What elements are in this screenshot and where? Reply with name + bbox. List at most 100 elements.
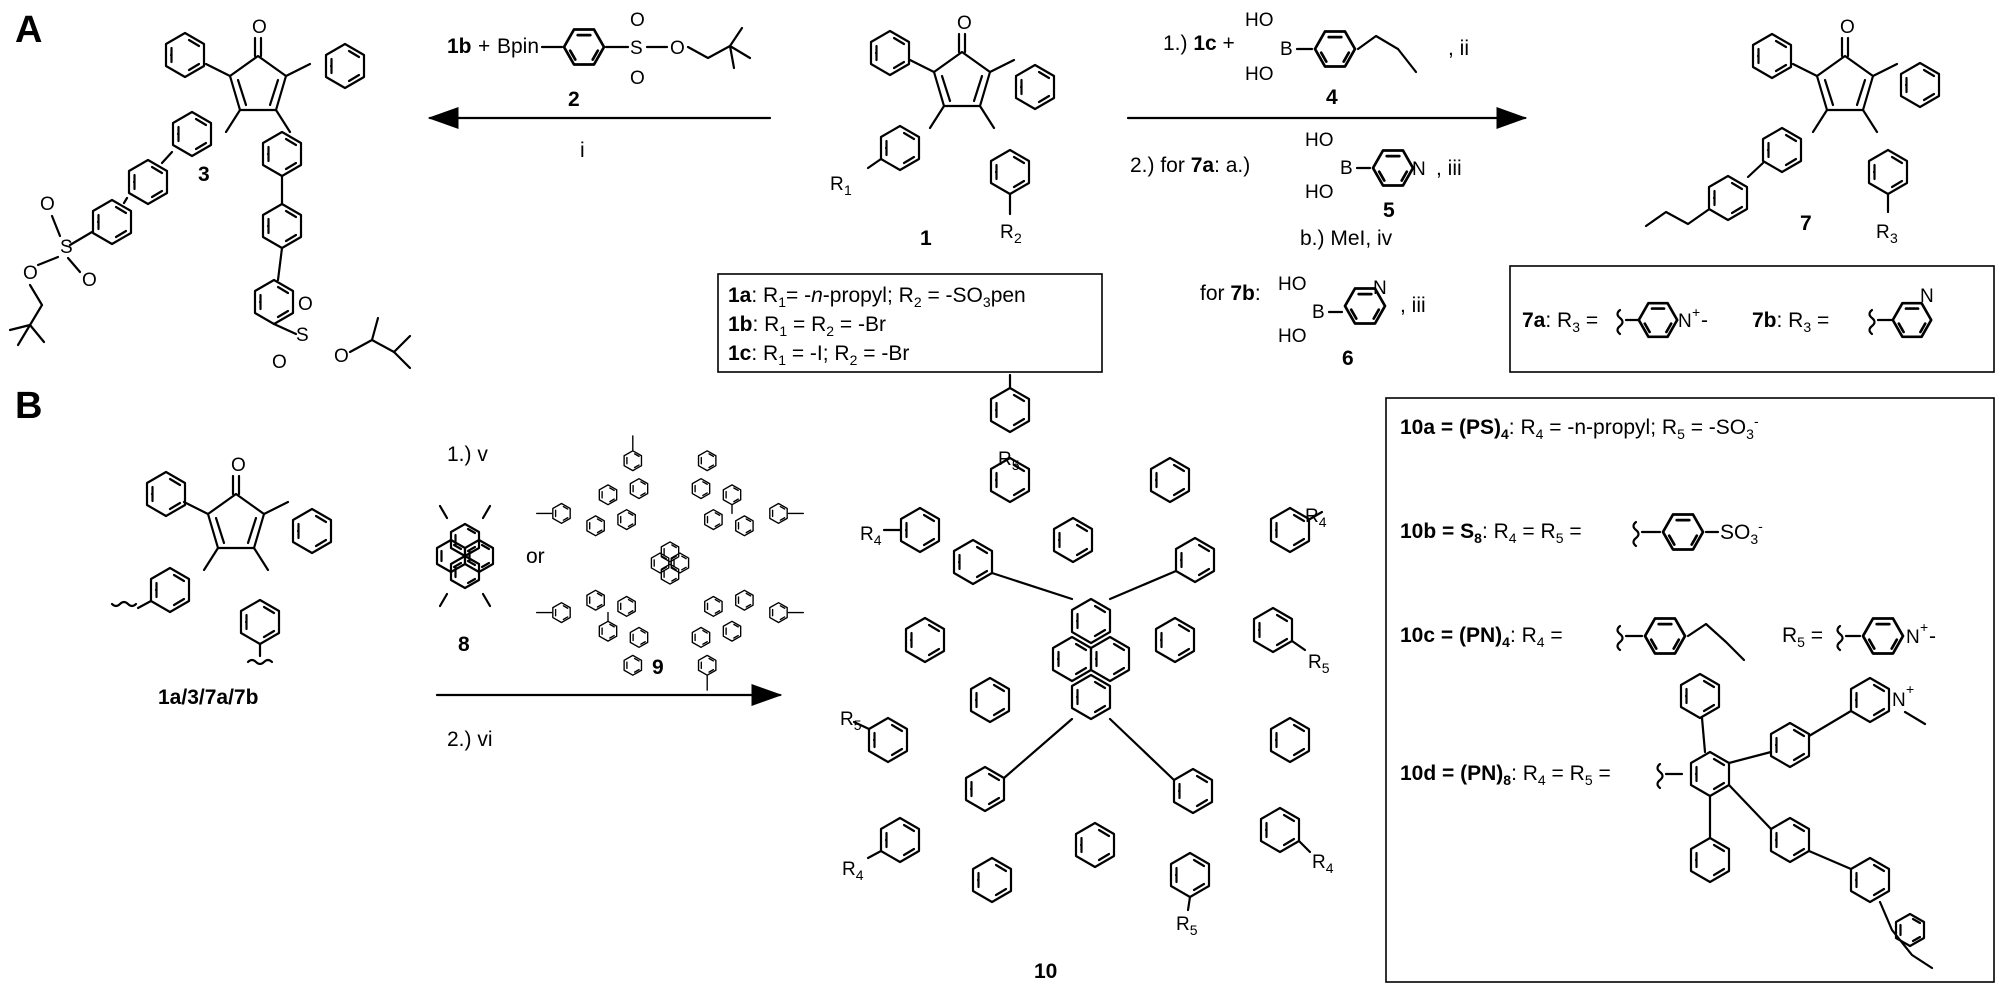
r4-bottom-right: R4 <box>1312 852 1334 876</box>
plus-7a: + <box>1692 304 1700 320</box>
atom-nplus-10c: N <box>1906 627 1920 648</box>
atom-o-reagent2-c: O <box>670 38 685 59</box>
atom-n-6: N <box>1373 278 1387 299</box>
minus-10c: - <box>1929 625 1936 648</box>
compound-7-label: 7 <box>1800 212 1812 235</box>
compound-7-structure: O <box>1644 17 1941 228</box>
compound-3-structure: O S O O O S O O O <box>8 17 412 373</box>
step1-line: 1.) 1c + <box>1163 32 1235 55</box>
compound-8-structure <box>435 504 495 608</box>
atom-ho-4b: HO <box>1245 64 1274 85</box>
or-label: or <box>526 545 545 568</box>
compound-4-label: 4 <box>1326 86 1338 109</box>
box10-c-r5: R5 = <box>1782 624 1823 650</box>
box10-b-group: SO3- <box>1720 518 1763 547</box>
box7-item-7b: 7b: R3 = <box>1752 309 1829 335</box>
atom-o-right-3: O <box>334 346 349 367</box>
r4-top-right: R4 <box>1305 506 1327 530</box>
atom-ho-4a: HO <box>1245 10 1274 31</box>
core-building-block: O <box>110 455 333 666</box>
r3-sub: 3 <box>1890 230 1898 246</box>
r2-label: R <box>1000 222 1014 243</box>
plus-10d: + <box>1906 681 1914 697</box>
compound-3-label: 3 <box>198 163 210 186</box>
r5-bottom: R5 <box>1176 914 1198 938</box>
for-7b-line: for 7b: <box>1200 282 1261 305</box>
r1-sub: 1 <box>844 182 852 198</box>
compound-1-structure: O <box>866 13 1056 216</box>
compound-10-label: 10 <box>1034 960 1057 983</box>
step2-suffix: , iii <box>1436 157 1462 180</box>
atom-s-reagent2: S <box>630 38 643 59</box>
atom-s-left: S <box>60 237 73 258</box>
box10-line-d: 10d = (PN)8: R4 = R5 = <box>1400 762 1611 788</box>
atom-b-4: B <box>1280 39 1293 60</box>
step-i-label: i <box>580 139 585 162</box>
r2-sub: 2 <box>1014 230 1022 246</box>
compound-2-label: 2 <box>568 88 580 111</box>
box10-line-b: 10b = S8: R4 = R5 = <box>1400 520 1582 546</box>
bpin-label: Bpin <box>497 35 539 58</box>
plus-10c: + <box>1920 619 1928 635</box>
r1-label: R <box>830 174 844 195</box>
panel-a-label: A <box>15 9 42 51</box>
atom-s-right: S <box>296 325 309 346</box>
atom-o-left-1: O <box>40 194 55 215</box>
box1-line2: 1b: R1 = R2 = -Br <box>728 313 886 339</box>
substituent-box-7 <box>1509 265 1995 373</box>
box1-line3: 1c: R1 = -I; R2 = -Br <box>728 342 909 368</box>
atom-nplus-10d: N <box>1892 690 1906 711</box>
compound-9-label: 9 <box>652 656 664 679</box>
atom-ho-6b: HO <box>1278 326 1307 347</box>
step2-line: 2.) for 7a: a.) <box>1130 154 1250 177</box>
substituent-box-1 <box>717 273 1103 373</box>
atom-n-7b: N <box>1920 286 1934 307</box>
atom-o: O <box>252 17 267 38</box>
step-b1-label: 1.) v <box>447 443 488 466</box>
compound-9-structure <box>536 435 804 691</box>
box1-line1: 1a: R1= -n-propyl; R2 = -SO3pen <box>728 284 1026 310</box>
atom-n-5: N <box>1412 159 1426 180</box>
compound-6-label: 6 <box>1342 347 1354 370</box>
core-label: 1a/3/7a/7b <box>158 686 258 709</box>
panel-b-label: B <box>15 385 42 427</box>
atom-b-5: B <box>1340 158 1353 179</box>
r5-right: R5 <box>1308 652 1330 676</box>
reagent-1b: 1b <box>447 35 472 58</box>
atom-ho-5a: HO <box>1305 130 1334 151</box>
compound-5-label: 5 <box>1383 199 1395 222</box>
box7-item-7a: 7a: R3 = <box>1522 309 1598 335</box>
atom-o-right-1: O <box>298 294 313 315</box>
atom-nplus-7a: N <box>1678 311 1692 332</box>
atom-ho-5b: HO <box>1305 182 1334 203</box>
r5-top: R5 <box>998 449 1020 473</box>
compound-1-label: 1 <box>920 227 932 250</box>
atom-o-c7: O <box>1840 17 1855 38</box>
minus-7a: - <box>1701 309 1708 332</box>
svg-text:+: + <box>478 35 490 58</box>
atom-o-core: O <box>231 455 246 476</box>
step-b2-label: 2.) vi <box>447 728 493 751</box>
compound-8-label: 8 <box>458 633 470 656</box>
compound-10-structure <box>852 373 1324 912</box>
substituent-box-10 <box>1385 397 1995 983</box>
atom-o-reagent2-a: O <box>630 10 645 31</box>
atom-o-left-3: O <box>23 263 38 284</box>
box10-line-a: 10a = (PS)4: R4 = -n-propyl; R5 = -SO3- <box>1400 413 1759 442</box>
step2b-label: b.) MeI, iv <box>1300 227 1393 250</box>
atom-o-c1: O <box>957 13 972 34</box>
step1-suffix: , ii <box>1448 37 1469 60</box>
atom-o-reagent2-b: O <box>630 68 645 89</box>
atom-b-6: B <box>1312 302 1325 323</box>
r5-left: R5 <box>840 709 862 733</box>
atom-o-left-2: O <box>82 270 97 291</box>
for-7b-suffix: , iii <box>1400 294 1426 317</box>
r4-bottom-left: R4 <box>842 859 864 883</box>
atom-ho-6a: HO <box>1278 274 1307 295</box>
dendron-10d-structure: N + <box>1656 672 1934 970</box>
r3-label: R <box>1876 222 1890 243</box>
atom-o-right-2: O <box>272 352 287 373</box>
box10-line-c: 10c = (PN)4: R4 = <box>1400 624 1563 650</box>
r4-top-left: R4 <box>860 524 882 548</box>
